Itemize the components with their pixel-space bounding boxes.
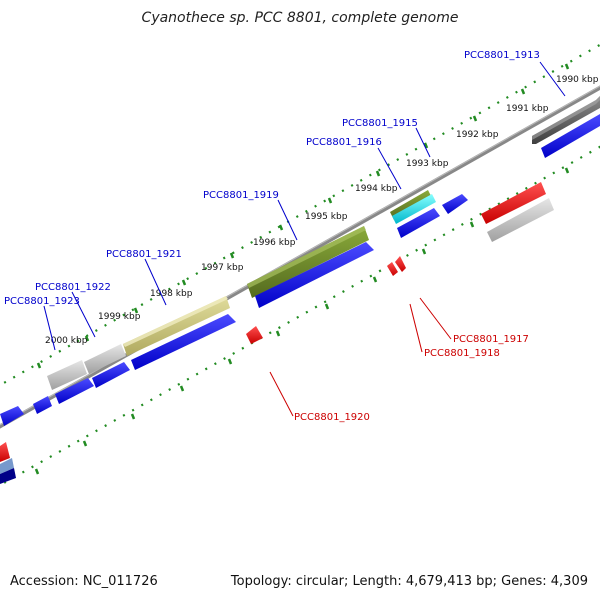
cds-arrow[interactable] (55, 378, 94, 404)
cds-track-reverse (0, 182, 554, 484)
tick-label: 1990 kbp (556, 75, 599, 85)
major-ticks-outer (36, 63, 570, 369)
cds-track-forward (0, 114, 600, 426)
outer-tick-row (0, 43, 600, 387)
gene-label-1919[interactable]: PCC8801_1919 (203, 190, 279, 201)
genome-backbone (0, 85, 600, 429)
feature-track-outer (47, 96, 600, 390)
label-leaders-reverse (269, 297, 452, 417)
cds-arrow[interactable] (0, 458, 14, 474)
gene-feature-1920[interactable] (246, 326, 263, 344)
gene-feature-grey-reverse[interactable] (487, 198, 554, 242)
cds-arrow[interactable] (92, 362, 130, 388)
gene-feature-1913[interactable] (532, 96, 600, 144)
tick-label: 1994 kbp (355, 184, 398, 194)
gene-feature-1915[interactable] (390, 190, 436, 224)
major-ticks-inner (34, 167, 570, 475)
cds-arrow[interactable] (33, 396, 52, 414)
cds-arrow[interactable] (131, 314, 236, 370)
gene-feature-1921[interactable] (123, 296, 230, 356)
gene-label-1917[interactable]: PCC8801_1917 (453, 334, 529, 345)
tick-label: 1992 kbp (456, 130, 499, 140)
inner-tick-row (0, 145, 600, 487)
gene-feature-1923[interactable] (47, 360, 87, 390)
tick-label: 1999 kbp (98, 312, 141, 322)
cds-arrow-reverse[interactable] (481, 182, 546, 224)
cds-arrow[interactable] (0, 406, 24, 426)
tick-label: 1997 kbp (201, 263, 244, 273)
cds-arrow-reverse[interactable] (0, 442, 10, 462)
cds-arrow[interactable] (255, 242, 374, 308)
gene-label-1918[interactable]: PCC8801_1918 (424, 348, 500, 359)
genome-backbone-highlight (0, 85, 600, 426)
genome-summary-text: Topology: circular; Length: 4,679,413 bp… (230, 574, 588, 589)
tick-label: 2000 kbp (45, 336, 88, 346)
cds-arrow[interactable] (397, 208, 440, 238)
cds-arrow[interactable] (0, 468, 16, 484)
tick-label: 1995 kbp (305, 212, 348, 222)
cds-arrow[interactable] (541, 114, 600, 158)
gene-feature-1918[interactable] (387, 262, 398, 276)
tick-label: 1993 kbp (406, 159, 449, 169)
gene-label-1916[interactable]: PCC8801_1916 (306, 137, 382, 148)
gene-feature-1922[interactable] (84, 344, 126, 374)
gene-label-1913[interactable]: PCC8801_1913 (464, 50, 540, 61)
gene-feature-1917[interactable] (395, 256, 406, 272)
tick-labels: 1990 kbp 1991 kbp 1992 kbp 1993 kbp 1994… (45, 75, 599, 346)
gene-label-1915[interactable]: PCC8801_1915 (342, 118, 418, 129)
gene-label-1922[interactable]: PCC8801_1922 (35, 282, 111, 293)
map-title: Cyanothece sp. PCC 8801, complete genome (141, 10, 459, 26)
label-leaders-forward (43, 61, 566, 351)
accession-text: Accession: NC_011726 (10, 574, 158, 589)
tick-label: 1996 kbp (253, 238, 296, 248)
gene-labels: PCC8801_1913 PCC8801_1915 PCC8801_1916 P… (4, 50, 540, 423)
gene-label-1920[interactable]: PCC8801_1920 (294, 412, 370, 423)
gene-label-1921[interactable]: PCC8801_1921 (106, 249, 182, 260)
gene-label-1923[interactable]: PCC8801_1923 (4, 296, 80, 307)
tick-label: 1991 kbp (506, 104, 549, 114)
tick-label: 1998 kbp (150, 289, 193, 299)
cds-arrow[interactable] (442, 194, 468, 214)
gene-feature-1919[interactable] (247, 226, 369, 298)
